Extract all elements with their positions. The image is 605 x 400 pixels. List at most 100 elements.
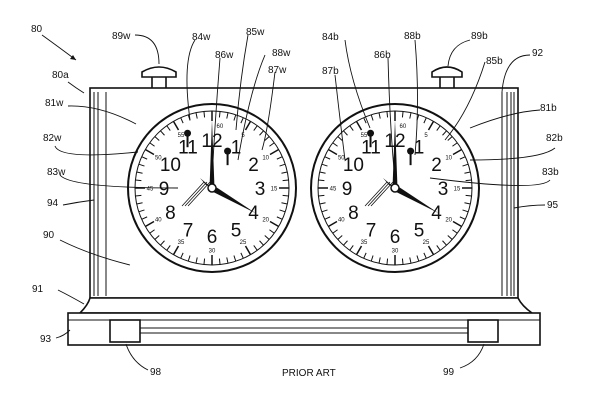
minute-tick [269,148,280,156]
label-89w: 89w [112,31,131,42]
minute-tick [233,114,237,121]
minute-label: 35 [178,240,185,246]
minute-tick [343,240,348,246]
minute-tick [378,257,381,264]
minute-tick [160,130,165,136]
minute-tick [240,252,244,259]
minute-tick [386,258,389,265]
label-81b: 81b [540,103,557,114]
label-89b: 89b [471,31,488,42]
minute-tick [281,171,288,174]
minute-tick [166,245,171,251]
minute-label: 60 [400,124,407,130]
minute-tick [154,136,160,141]
minute-tick [324,156,331,160]
minute-tick [160,240,165,246]
minute-tick [442,240,447,246]
minute-tick [281,202,288,205]
minute-label: 40 [155,218,162,224]
button-89w [141,66,177,90]
hour-numeral: 1 [231,137,242,158]
minute-tick [226,257,229,264]
hour-hand [393,185,439,213]
minute-label: 45 [147,187,154,193]
minute-tick [386,111,389,118]
minute-tick [180,252,184,259]
hour-numeral: 9 [342,179,353,200]
hour-numeral: 4 [248,203,259,224]
minute-tick [166,125,171,131]
minute-tick [436,245,441,251]
glass-reflection [184,181,208,207]
label-93: 93 [40,334,52,345]
minute-tick [244,120,252,131]
label-87w: 87w [268,65,287,76]
label-91: 91 [32,284,44,295]
hour-numeral: 10 [160,155,181,176]
minute-tick [327,148,338,156]
minute-tick [135,194,142,197]
minute-tick [423,252,427,259]
hour-hand [210,185,256,213]
minute-label: 40 [338,218,345,224]
minute-label: 50 [338,156,345,162]
minute-label: 30 [209,249,216,255]
minute-tick [233,255,237,262]
minute-tick [452,148,463,156]
minute-tick [136,171,143,174]
label-84w: 84w [192,32,211,43]
minute-tick [416,255,420,262]
minute-tick [349,125,354,131]
minute-tick [427,120,435,131]
minute-tick [276,156,283,160]
hour-numeral: 4 [431,203,442,224]
minute-tick [324,216,331,220]
minute-label: 45 [330,187,337,193]
glass-reflection [364,181,388,207]
minute-tick [253,245,258,251]
clock-face-black: 12345678910111251015202530354045505560 [310,103,480,273]
minute-tick [138,163,145,167]
hour-numeral: 3 [438,179,449,200]
minute-tick [218,258,221,265]
minute-label: 15 [454,187,461,193]
minute-tick [378,112,381,119]
minute-tick [436,125,441,131]
caption-prior-art: PRIOR ART [282,368,336,379]
label-92: 92 [532,48,544,59]
label-83w: 83w [47,167,66,178]
minute-tick [203,258,206,265]
minute-tick [370,114,374,121]
minute-tick [154,235,160,240]
label-95: 95 [547,200,559,211]
hour-numeral: 7 [183,221,194,242]
minute-tick [253,125,258,131]
case-edge-left-94 [93,92,107,296]
minute-label: 35 [361,240,368,246]
minute-label: 10 [262,156,269,162]
minute-tick [464,202,471,205]
label-83b: 83b [542,167,559,178]
minute-tick [452,229,458,234]
minute-tick [136,202,143,205]
label-85w: 85w [246,27,265,38]
hand-hub [390,183,400,193]
minute-tick [465,194,472,197]
minute-tick [363,117,367,124]
minute-tick [144,220,155,228]
hour-numeral: 6 [207,227,218,248]
label-90: 90 [43,230,55,241]
minute-tick [180,117,184,124]
label-94: 94 [47,198,59,209]
minute-tick [195,257,198,264]
label-82b: 82b [546,133,563,144]
minute-tick [141,216,148,220]
minute-tick [459,156,466,160]
minute-tick [321,163,328,167]
label-80a: 80a [52,70,69,81]
hour-numeral: 8 [165,203,176,224]
minute-tick [319,171,326,174]
minute-tick [452,142,458,147]
